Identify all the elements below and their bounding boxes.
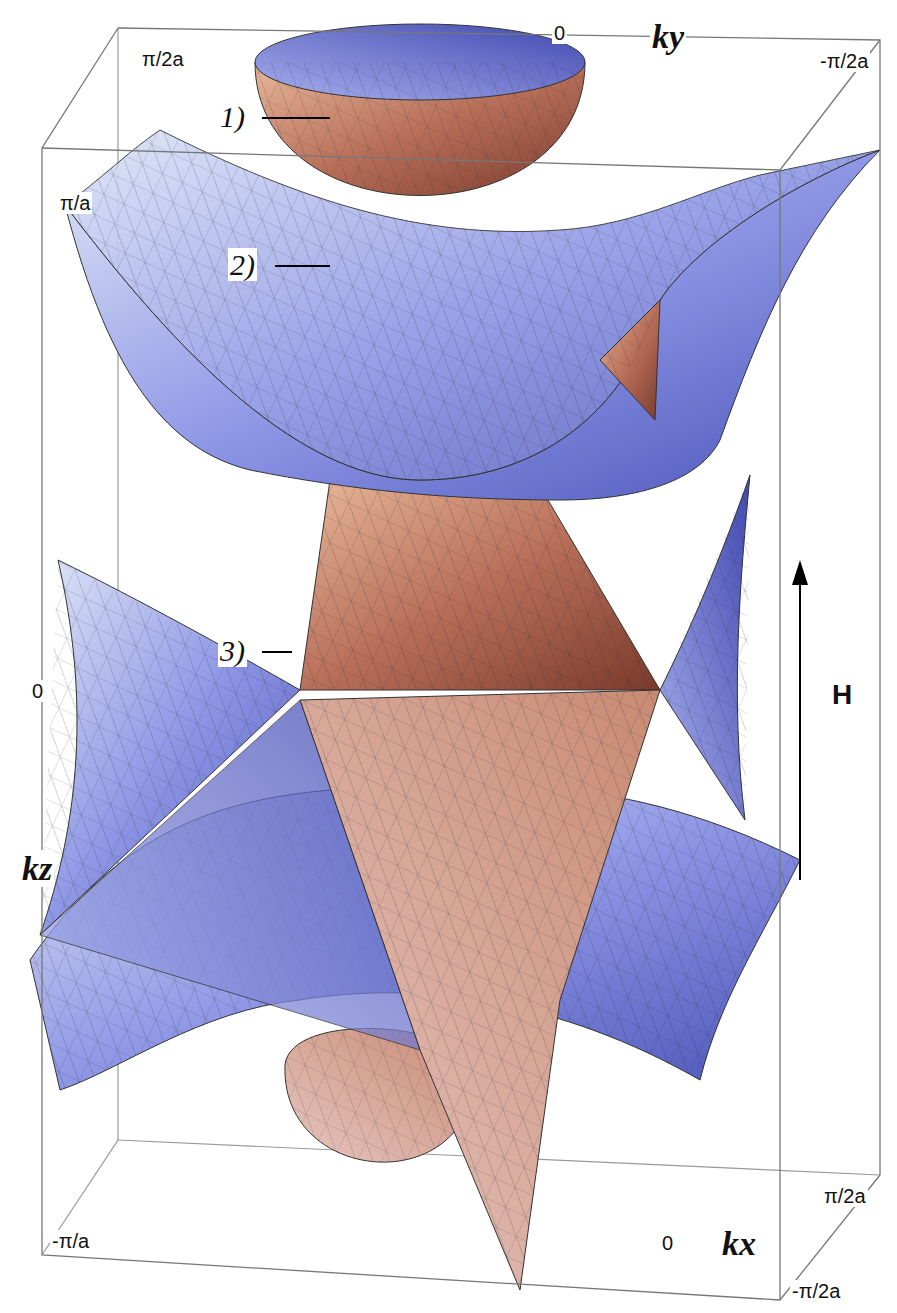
bounding-box-front <box>42 28 880 1300</box>
tick-label: 0 <box>552 22 567 44</box>
field-label: H <box>830 680 854 711</box>
axis-label: kz <box>20 850 54 887</box>
tick-label: -π/2a <box>818 50 870 72</box>
tick-label: π/2a <box>140 48 186 70</box>
callout-number: 2) <box>228 248 257 281</box>
tick-label: π/2a <box>822 1185 868 1207</box>
surface-1-upper <box>255 24 585 196</box>
tick-label: π/a <box>58 192 92 214</box>
field-arrow <box>792 560 808 880</box>
surface-3 <box>40 475 750 1290</box>
tick-label: -π/a <box>50 1230 91 1252</box>
leader-lines <box>262 118 330 652</box>
tick-label: 0 <box>30 680 45 702</box>
tick-label: 0 <box>660 1232 675 1254</box>
tick-label: -π/2a <box>790 1280 842 1302</box>
callout-number: 1) <box>218 100 247 133</box>
axis-label: kx <box>720 1225 758 1262</box>
axis-label: ky <box>650 18 686 55</box>
callout-number: 3) <box>218 634 247 667</box>
